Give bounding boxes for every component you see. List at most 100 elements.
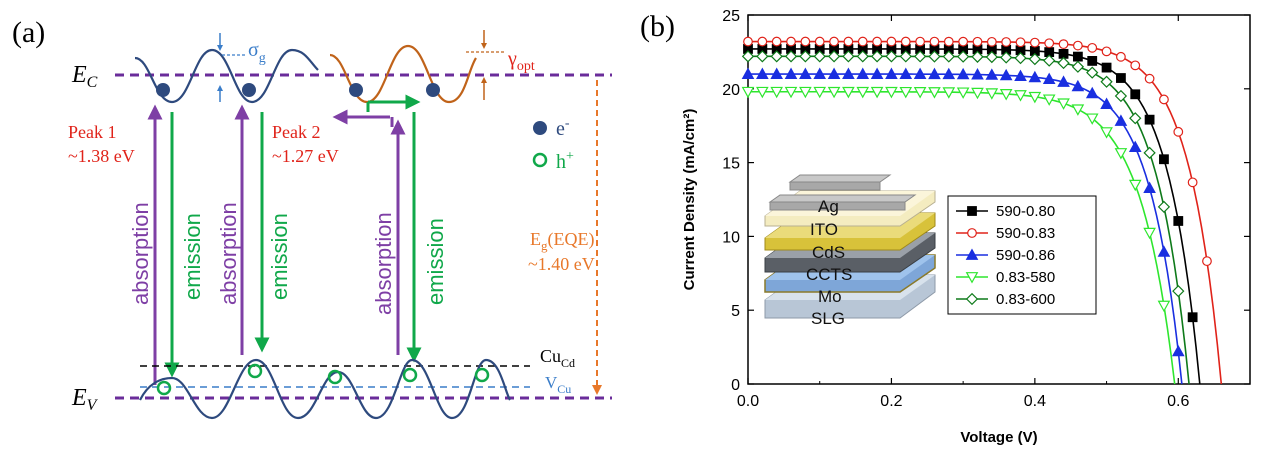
absorption-label-3: absorption <box>371 212 396 315</box>
legend-electron-marker <box>533 121 547 135</box>
data-point <box>1085 86 1099 99</box>
ec-label: EC <box>71 62 98 91</box>
data-point <box>985 88 999 100</box>
y-tick-label: 0 <box>731 377 740 394</box>
data-point <box>928 67 941 80</box>
data-point <box>770 50 783 63</box>
data-point <box>942 67 956 80</box>
data-point <box>827 50 841 63</box>
data-point <box>967 228 977 238</box>
peak1-label-line1: Peak 1 <box>68 122 117 142</box>
x-tick-label: 0.0 <box>737 393 759 410</box>
data-point <box>1114 148 1128 160</box>
data-point <box>885 86 898 99</box>
data-point <box>741 50 755 63</box>
data-point <box>1130 60 1141 71</box>
data-point <box>913 50 927 63</box>
sigma-label: σg <box>248 39 266 66</box>
y-axis-label: Current Density (mA/cm²) <box>681 109 698 291</box>
layer-label-ito: ITO <box>810 220 838 239</box>
data-point <box>1071 60 1085 73</box>
data-point <box>1187 177 1198 188</box>
data-point <box>800 36 811 47</box>
data-point <box>913 87 927 99</box>
data-point <box>1057 98 1070 110</box>
hole-dot <box>327 369 343 385</box>
data-point <box>870 86 884 99</box>
layer-label-ag: Ag <box>818 197 839 216</box>
data-point <box>741 86 755 99</box>
data-point <box>1072 40 1083 51</box>
data-point <box>1116 51 1126 62</box>
data-point <box>965 292 979 306</box>
electron-dot <box>426 83 440 97</box>
data-point <box>885 67 898 79</box>
data-point <box>1058 48 1069 59</box>
data-point <box>1042 94 1056 106</box>
legend-label: 0.83-580 <box>996 269 1055 286</box>
data-point <box>1171 344 1185 357</box>
series-0.83-600 <box>741 50 1190 385</box>
data-point <box>985 68 999 80</box>
panel-a-label: (a) <box>12 16 45 49</box>
data-point <box>1086 66 1099 79</box>
data-point <box>1114 89 1128 103</box>
data-point <box>1072 51 1083 62</box>
data-point <box>1085 113 1099 125</box>
data-point <box>1143 181 1156 193</box>
emission-label-1: emission <box>180 213 205 300</box>
data-point <box>899 67 913 79</box>
data-point <box>770 67 784 79</box>
peak2-label-line2: ~1.27 eV <box>272 146 339 166</box>
layer-ag-finger <box>789 181 881 191</box>
data-point <box>1172 284 1185 298</box>
absorption-label-1: absorption <box>128 202 153 305</box>
data-point <box>1071 79 1085 92</box>
data-point <box>1157 300 1171 313</box>
data-point <box>1015 37 1026 48</box>
plot-frame <box>747 14 1251 385</box>
hole-dot <box>156 380 172 396</box>
data-point <box>956 50 970 63</box>
data-point <box>1143 227 1156 240</box>
data-point <box>770 86 784 99</box>
data-point <box>1087 42 1098 53</box>
data-point <box>958 36 969 47</box>
data-point <box>756 67 769 79</box>
device-stack-inset: Ag ITO CdS CCTS Mo SLG <box>764 174 936 328</box>
data-point <box>870 67 884 79</box>
eg-eqe-value: ~1.40 eV <box>528 254 595 274</box>
data-point <box>985 50 998 64</box>
peak1-label-line2: ~1.38 eV <box>68 146 135 166</box>
data-point <box>857 36 868 47</box>
data-point <box>1044 38 1055 49</box>
data-point <box>1143 146 1156 160</box>
data-point <box>1144 114 1155 125</box>
data-point <box>757 36 768 47</box>
emission-label-3: emission <box>423 218 448 305</box>
data-point <box>913 67 927 80</box>
data-point <box>886 36 897 47</box>
data-point <box>814 36 825 47</box>
data-point <box>986 36 997 47</box>
data-point <box>756 50 769 63</box>
y-tick-label: 25 <box>722 8 740 25</box>
y-tick-label: 20 <box>722 82 740 99</box>
data-point <box>829 36 839 47</box>
data-point <box>1029 37 1040 48</box>
x-axis-label: Voltage (V) <box>960 429 1037 446</box>
layer-ag-finger <box>788 174 892 183</box>
data-point <box>999 89 1013 101</box>
data-point <box>965 272 979 284</box>
legend-hole-label: h+ <box>556 149 574 173</box>
data-point <box>971 50 984 63</box>
data-point <box>856 50 869 63</box>
data-point <box>915 36 926 47</box>
data-point <box>799 67 812 79</box>
data-point <box>1159 94 1169 105</box>
layer-label-ccts: CCTS <box>806 265 852 284</box>
layer-label-mo: Mo <box>818 287 842 306</box>
electron-dot <box>156 83 170 97</box>
